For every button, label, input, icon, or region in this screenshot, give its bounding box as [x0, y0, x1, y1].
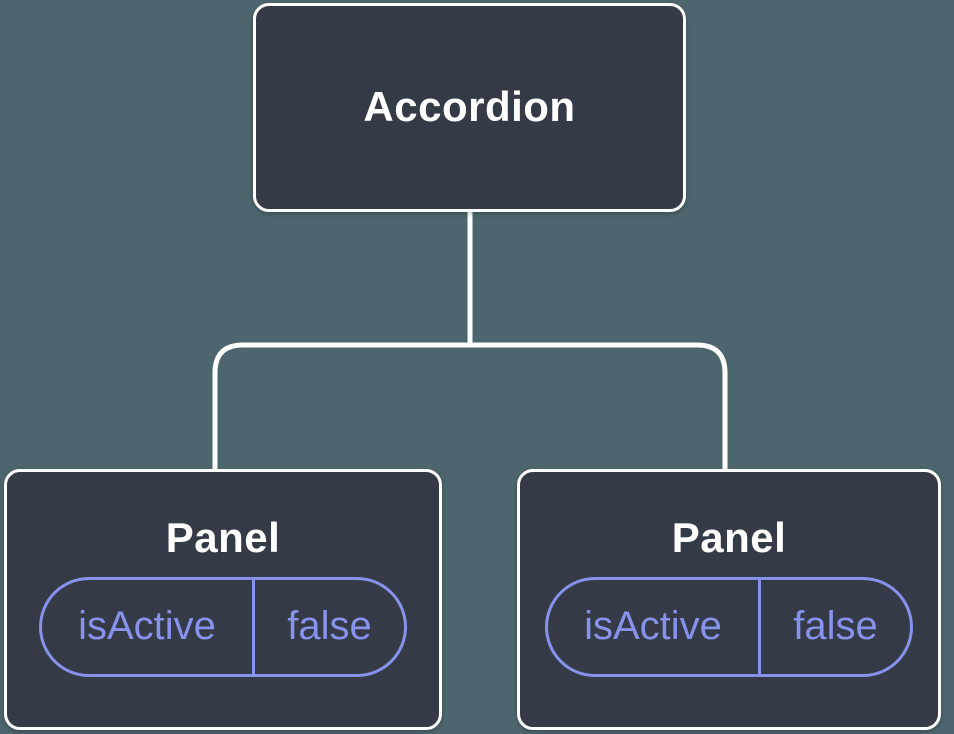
state-pill: isActive false: [39, 576, 407, 677]
panel-node-left: Panel isActive false: [4, 469, 442, 730]
state-pill: isActive false: [545, 576, 913, 677]
accordion-node-label: Accordion: [363, 83, 576, 131]
state-name: isActive: [78, 604, 216, 648]
state-name: isActive: [584, 604, 722, 648]
state-value: false: [251, 579, 404, 674]
panel-node-right: Panel isActive false: [517, 469, 941, 730]
connector-branch-line: [212, 342, 728, 470]
panel-node-label: Panel: [165, 514, 281, 561]
accordion-node: Accordion: [253, 3, 686, 212]
state-value: false: [757, 579, 910, 674]
panel-node-label: Panel: [671, 514, 787, 561]
